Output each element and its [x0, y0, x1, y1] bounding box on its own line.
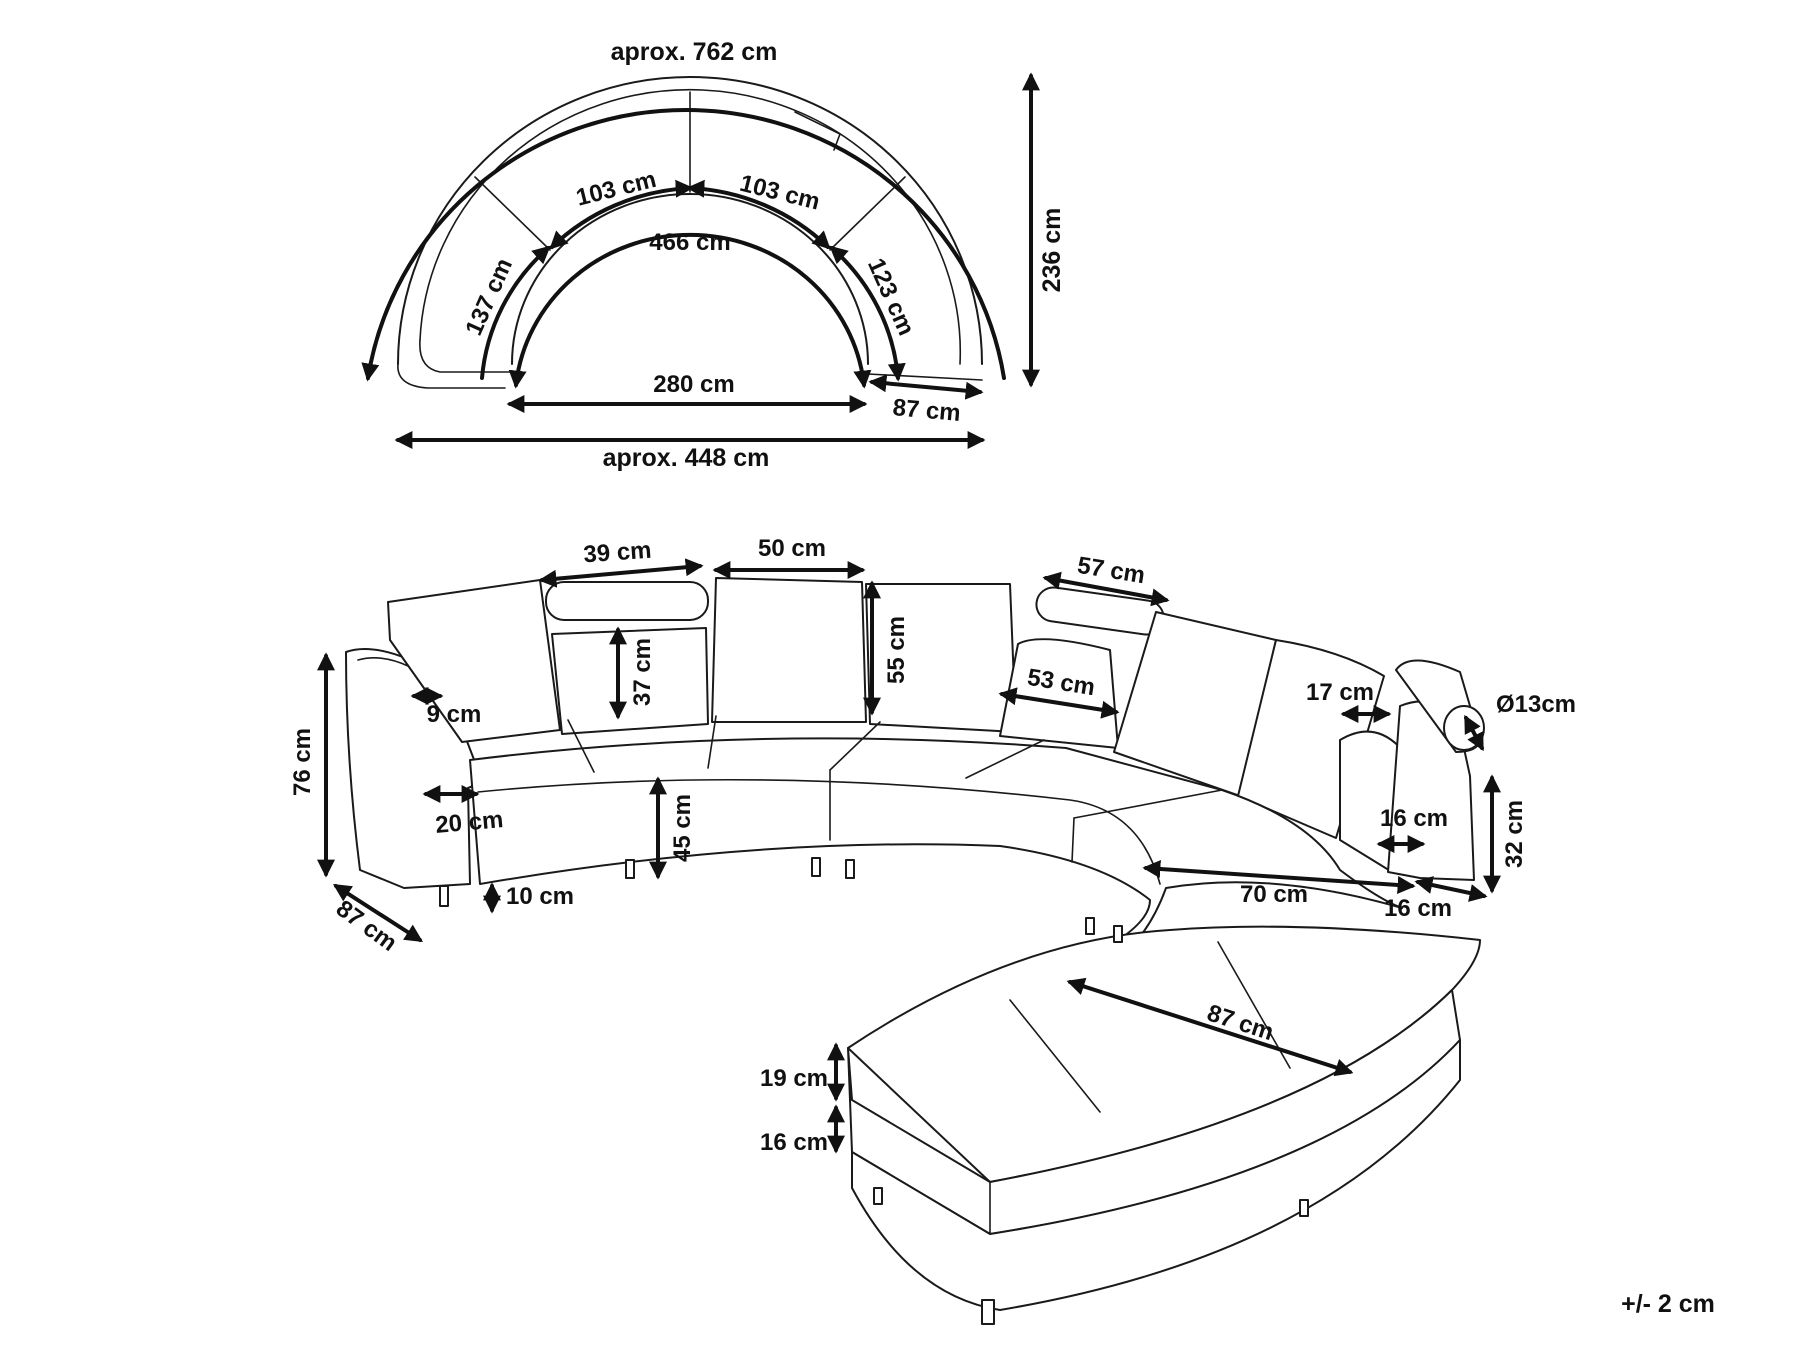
- arrow-39: [538, 558, 704, 588]
- label-seat-45: 45 cm: [669, 794, 696, 862]
- label-pillow-39: 39 cm: [583, 537, 653, 569]
- arrow-57: [1042, 571, 1170, 607]
- label-depth-87-top: 87 cm: [892, 394, 962, 427]
- label-arm-20: 20 cm: [434, 806, 504, 839]
- label-seat-depth-70: 70 cm: [1240, 881, 1308, 908]
- arrow-inner-arc-top-left: [549, 179, 694, 250]
- arrow-466: [508, 233, 872, 389]
- arrow-d13: [1464, 714, 1484, 752]
- arrow-inner-arc-right: [829, 245, 906, 382]
- label-inner-arc: 466 cm: [649, 229, 730, 256]
- label-chaise-19: 19 cm: [760, 1065, 828, 1092]
- arrow-depth-87-front: [332, 884, 424, 942]
- label-seg-right-top: 103 cm: [737, 170, 823, 216]
- roll-pillow-right: [1035, 586, 1165, 636]
- arrow-70: [1142, 859, 1416, 895]
- arrow-inner-arc-left: [480, 245, 551, 380]
- cushion-center: [711, 577, 867, 723]
- arrow-depth-87: [868, 374, 984, 400]
- cushion-left: [387, 579, 561, 743]
- label-total-76: 76 cm: [289, 728, 316, 796]
- label-tolerance: +/- 2 cm: [1621, 1290, 1715, 1318]
- label-arc-outer: aprox. 762 cm: [611, 38, 778, 66]
- label-arm-16: 16 cm: [1380, 805, 1448, 832]
- label-pillow-50: 50 cm: [758, 535, 826, 562]
- top-view-dimensions: [361, 72, 1040, 449]
- arrow-inner-arc-top-right: [686, 179, 831, 250]
- arrow-53: [998, 687, 1120, 719]
- roll-pillow-left: [545, 581, 709, 621]
- label-inner-width: 280 cm: [653, 371, 734, 398]
- label-cushion-55: 55 cm: [883, 616, 910, 684]
- arrow-87-chaise: [1066, 977, 1354, 1077]
- label-chaise-16: 16 cm: [760, 1129, 828, 1156]
- label-arm-gap-9: 9 cm: [427, 701, 482, 728]
- arrow-16-side: [1414, 876, 1488, 902]
- label-bolster-d13: Ø13cm: [1496, 691, 1576, 718]
- sofa-perspective: [345, 577, 1485, 1325]
- label-arm-32: 32 cm: [1501, 800, 1528, 868]
- label-bolster-17: 17 cm: [1306, 679, 1374, 706]
- label-outer-width: aprox. 448 cm: [603, 444, 770, 472]
- label-arm-16-side: 16 cm: [1384, 895, 1452, 922]
- label-leg-10: 10 cm: [506, 883, 574, 910]
- arrow-arc-outer: [361, 108, 1006, 382]
- label-height-236: 236 cm: [1038, 208, 1066, 293]
- label-backrest-37: 37 cm: [629, 638, 656, 706]
- front-view-dimensions: [317, 558, 1501, 1154]
- chaise-base: [851, 1039, 1461, 1311]
